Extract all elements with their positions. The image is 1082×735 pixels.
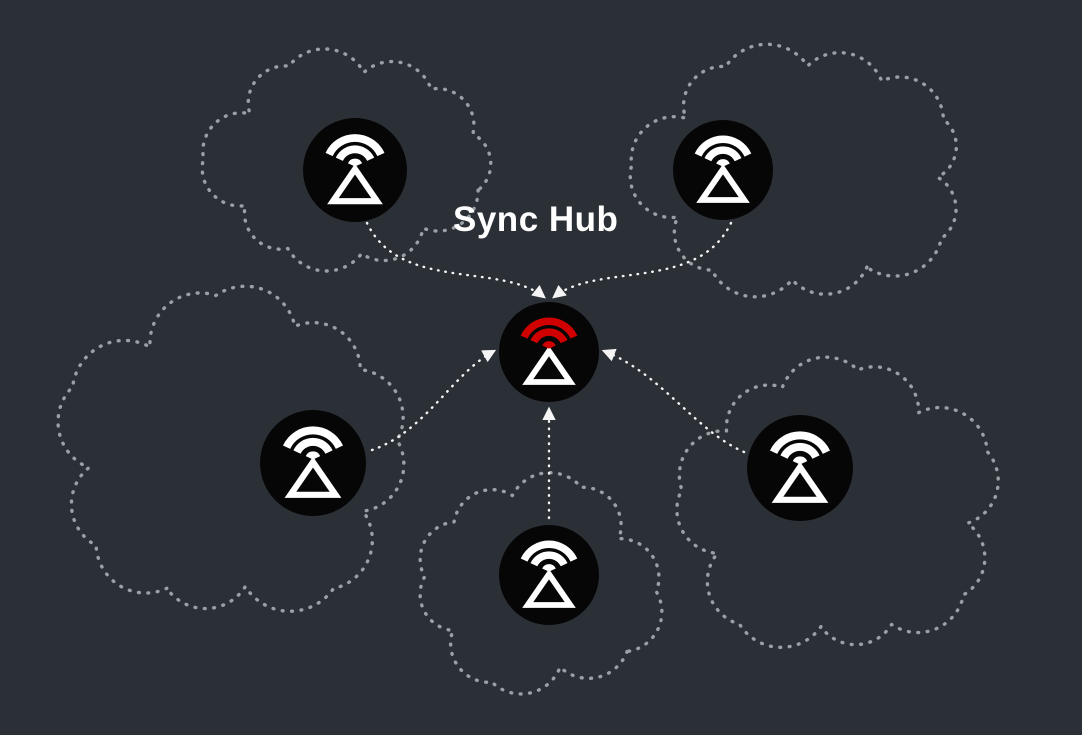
cloud-outline-top-left — [200, 47, 493, 273]
sync-arrow-mid-left-to-hub — [370, 349, 497, 452]
sync-arrows — [365, 221, 746, 520]
cloud-outline-bottom-center — [418, 470, 664, 696]
peer-node-icon-top-right — [673, 120, 773, 220]
cloud-outline-mid-left — [56, 284, 406, 613]
peer-node-icon-bottom-center — [499, 525, 599, 625]
cloud-outline-mid-right — [675, 355, 1000, 650]
peer-node-icon-mid-right — [747, 415, 853, 521]
cloud-outlines — [56, 42, 1000, 696]
diagram-title: Sync Hub — [453, 200, 619, 239]
peer-node-icon-mid-left — [260, 410, 366, 516]
sync-arrow-top-right-to-hub — [552, 221, 733, 299]
peer-node-icon-top-left — [303, 118, 407, 222]
hub-node-icon — [499, 302, 599, 402]
sync-arrow-mid-right-to-hub — [601, 348, 746, 454]
sync-arrow-top-left-to-hub — [365, 221, 546, 299]
